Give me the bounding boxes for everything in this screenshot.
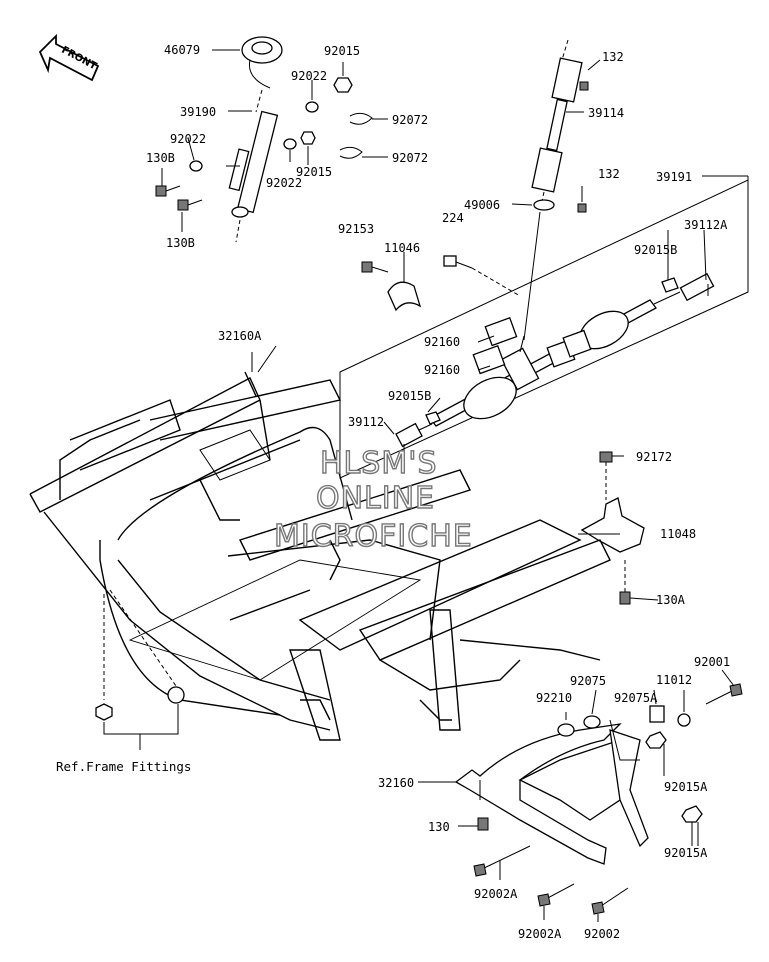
label-92002A-b: 92002A — [518, 927, 562, 941]
label-92002: 92002 — [584, 927, 620, 941]
label-92022-c: 92022 — [266, 176, 302, 190]
label-130: 130 — [428, 820, 450, 834]
label-92075A: 92075A — [614, 691, 658, 705]
label-130A: 130A — [656, 593, 686, 607]
label-11048: 11048 — [660, 527, 696, 541]
steering-rack-group — [339, 175, 749, 479]
label-39114: 39114 — [588, 106, 624, 120]
label-46079: 46079 — [164, 43, 200, 57]
label-92015A-a: 92015A — [664, 780, 708, 794]
label-32160: 32160 — [378, 776, 414, 790]
label-92072-a: 92072 — [392, 113, 428, 127]
watermark-line-2: ONLINE — [316, 481, 435, 516]
steering-column-group — [155, 36, 388, 243]
part-labels: 46079 92015 92022 39190 92072 92022 130B… — [146, 43, 730, 941]
main-frame-group — [29, 352, 611, 741]
watermark-line-3: MICROFICHE — [274, 519, 473, 554]
label-92015-b: 92015 — [296, 165, 332, 179]
intermediate-shaft-group — [511, 39, 601, 213]
label-11012: 11012 — [656, 673, 692, 687]
label-92160-a: 92160 — [424, 335, 460, 349]
watermark: HLSM'S ONLINE MICROFICHE — [273, 445, 473, 554]
label-92015B-a: 92015B — [634, 243, 677, 257]
label-92022-b: 92022 — [170, 132, 206, 146]
label-32160A: 32160A — [218, 329, 262, 343]
subframe-group — [454, 669, 743, 922]
label-92002A-a: 92002A — [474, 887, 518, 901]
label-92210: 92210 — [536, 691, 572, 705]
label-92153: 92153 — [338, 222, 374, 236]
ref-frame-fittings-note: Ref.Frame Fittings — [56, 759, 191, 774]
label-132-a: 132 — [602, 50, 624, 64]
front-arrow-icon: FRONT — [38, 33, 100, 82]
label-49006: 49006 — [464, 198, 500, 212]
label-92075: 92075 — [570, 674, 606, 688]
label-39112: 39112 — [348, 415, 384, 429]
label-39190: 39190 — [180, 105, 216, 119]
label-92015-a: 92015 — [324, 44, 360, 58]
watermark-line-1: HLSM'S — [320, 446, 438, 481]
label-130B-a: 130B — [146, 151, 175, 165]
label-92015A-b: 92015A — [664, 846, 708, 860]
label-92022-a: 92022 — [291, 69, 327, 83]
label-92015B-b: 92015B — [388, 389, 431, 403]
label-92160-b: 92160 — [424, 363, 460, 377]
label-39112A: 39112A — [684, 218, 728, 232]
label-92172: 92172 — [636, 450, 672, 464]
label-92001: 92001 — [694, 655, 730, 669]
clamp-11046-group — [361, 252, 422, 312]
label-132-b: 132 — [598, 167, 620, 181]
label-92072-b: 92072 — [392, 151, 428, 165]
label-224: 224 — [442, 211, 464, 225]
bracket-11048-group — [580, 451, 645, 605]
leader-lines — [226, 165, 707, 846]
ref-frame-fittings-group: Ref.Frame Fittings — [56, 589, 191, 774]
label-11046: 11046 — [384, 241, 420, 255]
label-39191: 39191 — [656, 170, 692, 184]
label-130B-b: 130B — [166, 236, 195, 250]
